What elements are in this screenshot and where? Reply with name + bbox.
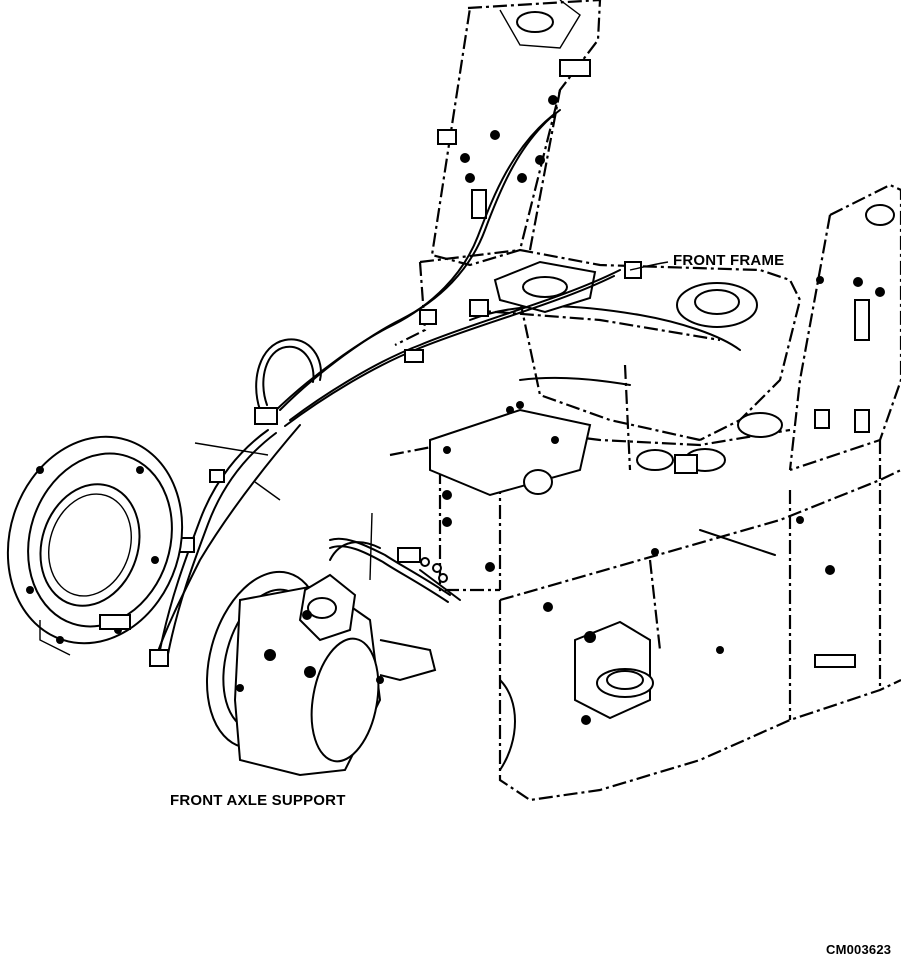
front-frame-label: FRONT FRAME [673, 252, 785, 269]
front-frame-leader [629, 261, 669, 271]
front-axle-support-part [205, 541, 437, 777]
front-frame-upper-column [430, 0, 602, 267]
front-axle-hub-ring [6, 435, 184, 656]
front-frame-right-tower [788, 183, 901, 472]
drawing-id: CM003623 [826, 942, 892, 957]
front-axle-support-label: FRONT AXLE SUPPORT [170, 792, 346, 809]
front-frame-body [389, 248, 802, 592]
front-frame-lower-section [498, 440, 901, 802]
hose-assembly [149, 109, 642, 667]
sensor-fitting [419, 557, 461, 601]
